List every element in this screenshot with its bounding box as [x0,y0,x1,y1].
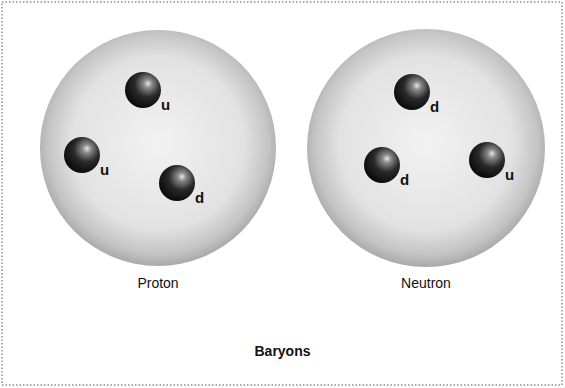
quark-flavor-label: u [505,166,514,183]
quark-sphere-shape [157,163,199,205]
particle-sphere-shape [305,28,547,300]
quark-sphere: d [392,72,446,122]
sphere-fill [40,30,276,266]
particle-name: Neutron [305,275,547,291]
sphere-fill [364,147,400,183]
sphere-fill [64,137,100,173]
particle-circle: Neutron d d u [305,28,547,300]
quark-flavor-label: u [100,161,109,178]
quark-sphere-shape [362,145,404,187]
quark-sphere: d [157,163,211,213]
quark-sphere-shape [392,72,434,114]
sphere-fill [307,29,545,267]
quark-sphere: u [62,135,116,185]
quark-sphere-shape [467,140,509,182]
quark-flavor-label: d [195,189,204,206]
quark-sphere-shape [123,70,165,112]
quark-sphere: u [467,140,521,190]
diagram-caption: Baryons [0,343,565,359]
quark-flavor-label: d [430,98,439,115]
quark-flavor-label: u [161,96,170,113]
quark-sphere: d [362,145,416,195]
quark-sphere: u [123,70,177,120]
particle-circle: Proton u u d [38,28,278,300]
quark-sphere-shape [62,135,104,177]
sphere-fill [159,165,195,201]
particle-name: Proton [38,275,278,291]
sphere-fill [469,142,505,178]
quark-flavor-label: d [400,171,409,188]
sphere-fill [125,72,161,108]
dotted-frame [2,2,562,385]
sphere-fill [394,74,430,110]
